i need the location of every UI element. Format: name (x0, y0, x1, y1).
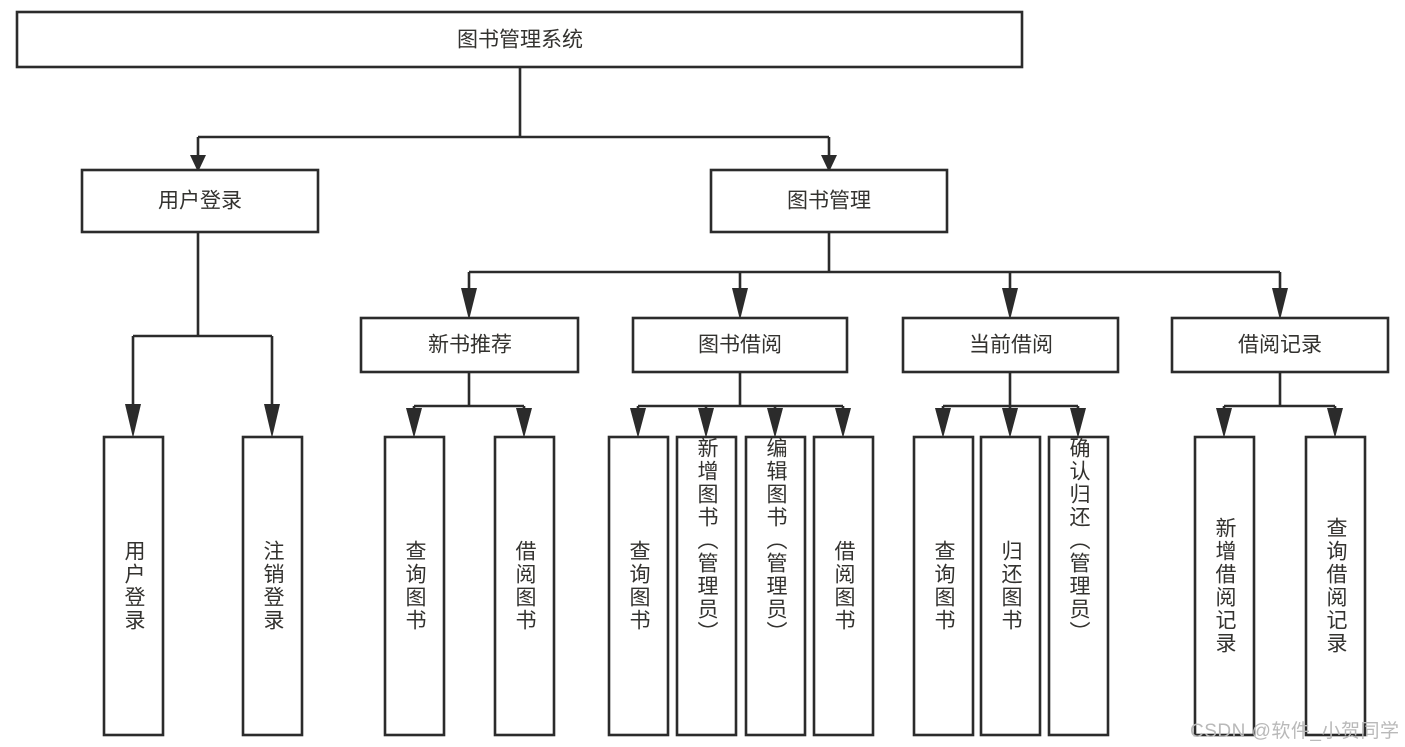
node-root-label: 图书管理系统 (457, 29, 583, 52)
node-leaf-query-book-2[interactable] (607, 435, 670, 737)
node-leaf-edit-book[interactable] (744, 435, 807, 737)
node-book-management-label: 图书管理 (787, 190, 871, 213)
connector-new-book-recommend-to-leaves (412, 372, 526, 414)
arrowhead-to-book-management (821, 155, 837, 172)
arrowhead-to-leaf-user-login (125, 404, 141, 438)
arrowhead-to-current-borrow (1002, 288, 1018, 320)
node-leaf-return-book[interactable] (979, 435, 1042, 737)
arrowhead-to-leaf-borrow-book-1 (516, 408, 532, 438)
arrowhead-to-new-book-recommend (461, 288, 477, 320)
arrowhead-to-leaf-confirm-return (1070, 408, 1086, 438)
arrowhead-to-leaf-query-book-3 (935, 408, 951, 438)
arrowhead-to-user-login (190, 155, 206, 172)
node-leaf-query-book-3[interactable] (912, 435, 975, 737)
arrowhead-to-leaf-query-record (1327, 408, 1343, 438)
arrowhead-to-leaf-borrow-book-2 (835, 408, 851, 438)
node-new-book-recommend-label: 新书推荐 (428, 334, 512, 357)
arrowhead-to-book-borrow (732, 288, 748, 320)
node-current-borrow[interactable] (901, 316, 1120, 374)
node-leaf-query-book-1[interactable] (383, 435, 446, 737)
arrowhead-to-leaf-query-book-1 (406, 408, 422, 438)
node-user-login-label: 用户登录 (158, 190, 242, 213)
arrowhead-to-leaf-add-record (1216, 408, 1232, 438)
node-book-borrow-label: 图书借阅 (698, 334, 782, 357)
connector-borrow-record-to-leaves (1222, 372, 1337, 414)
node-leaf-user-login[interactable] (102, 435, 165, 737)
node-leaf-add-book[interactable] (675, 435, 738, 737)
arrowhead-to-leaf-add-book (698, 408, 714, 438)
connector-book-management-to-bus (467, 232, 1282, 290)
node-book-management[interactable] (709, 168, 949, 234)
arrowhead-to-leaf-edit-book (767, 408, 783, 438)
node-layer: 图书管理系统 用户登录 图书管理 新书推荐 图书借阅 当前借阅 借阅记录 (15, 10, 1390, 737)
connector-root-to-bus (196, 67, 831, 160)
connector-current-borrow-to-leaves (941, 372, 1080, 414)
arrowhead-to-leaf-query-book-2 (630, 408, 646, 438)
node-borrow-record[interactable] (1170, 316, 1390, 374)
node-user-login[interactable] (80, 168, 320, 234)
node-book-borrow[interactable] (631, 316, 849, 374)
node-root[interactable] (15, 10, 1024, 69)
node-new-book-recommend[interactable] (359, 316, 580, 374)
node-borrow-record-label: 借阅记录 (1238, 334, 1322, 357)
node-current-borrow-label: 当前借阅 (969, 334, 1053, 357)
node-leaf-borrow-book-2[interactable] (812, 435, 875, 737)
connector-layer (125, 67, 1343, 438)
arrowhead-to-borrow-record (1272, 288, 1288, 320)
csdn-watermark: CSDN @软件_小贺同学 (1190, 721, 1400, 742)
arrowhead-to-leaf-user-logout (264, 404, 280, 438)
node-leaf-confirm-return[interactable] (1047, 435, 1110, 737)
node-leaf-add-record[interactable] (1193, 435, 1256, 737)
connector-user-login-to-bus (131, 232, 274, 408)
arrowhead-to-leaf-return-book (1002, 408, 1018, 438)
node-leaf-query-record[interactable] (1304, 435, 1367, 737)
node-leaf-user-logout[interactable] (241, 435, 304, 737)
node-leaf-borrow-book-1[interactable] (493, 435, 556, 737)
connector-book-borrow-to-leaves (636, 372, 845, 414)
